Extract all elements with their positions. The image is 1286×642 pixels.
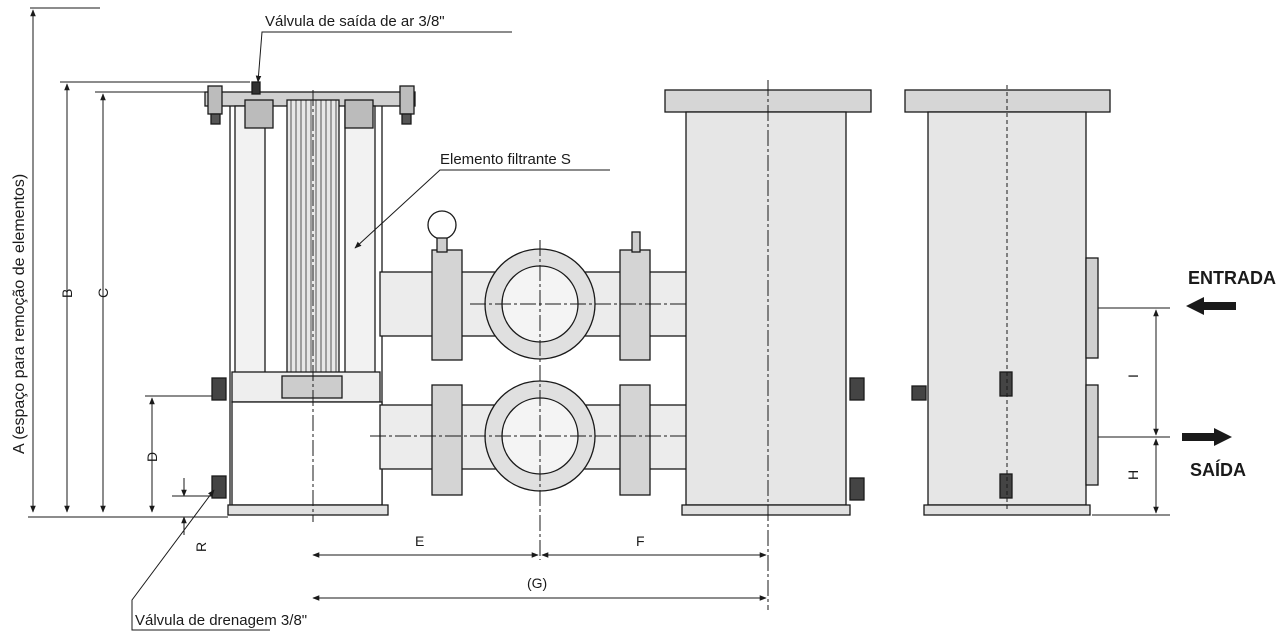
base-plate xyxy=(227,504,389,516)
dim-h-label: H xyxy=(1125,470,1141,480)
dim-r-label: R xyxy=(193,542,209,552)
left-sectional-view xyxy=(204,81,416,522)
element-cap-left xyxy=(244,99,274,129)
side-view-vessel xyxy=(904,85,1111,516)
lower-flange-left xyxy=(431,384,463,496)
inlet-nozzle xyxy=(1085,257,1099,359)
lifting-eye-icon xyxy=(427,210,457,240)
element-cap-right xyxy=(344,99,374,129)
air-valve-icon xyxy=(251,81,261,95)
front-vessel-body xyxy=(685,111,847,506)
air-valve-label: Válvula de saída de ar 3/8" xyxy=(265,13,445,30)
upper-flange-left xyxy=(431,249,463,361)
inlet-arrow-icon xyxy=(1186,297,1236,315)
drain-valve-icon xyxy=(211,475,227,499)
outlet-arrow-icon xyxy=(1182,428,1232,446)
drain-valve-label: Válvula de drenagem 3/8" xyxy=(135,612,307,629)
dim-c-label: C xyxy=(95,288,111,298)
lower-flange-right xyxy=(619,384,651,496)
filter-element-label: Elemento filtrante S xyxy=(440,151,571,168)
dim-f-label: F xyxy=(636,533,645,549)
handle-icon xyxy=(631,231,641,253)
bolt-nut-right xyxy=(401,113,412,125)
side-valve-lower-icon xyxy=(999,473,1013,499)
dim-d-label: D xyxy=(144,452,160,462)
dim-b-label: B xyxy=(59,289,75,298)
dimension-lines xyxy=(28,7,1170,631)
vent-valve-icon-2 xyxy=(849,377,865,401)
lower-chamber xyxy=(231,401,383,506)
dim-i-label: I xyxy=(1125,374,1141,378)
flow-arrows xyxy=(1182,297,1236,446)
bolt-nut-left xyxy=(210,113,221,125)
cover-bolt-left xyxy=(207,85,223,115)
dim-g-label: (G) xyxy=(527,575,547,591)
outlet-nozzle xyxy=(1085,384,1099,486)
vent-valve-icon xyxy=(211,377,227,401)
cover-bolt-right xyxy=(399,85,415,115)
outlet-label: SAÍDA xyxy=(1190,459,1246,480)
side-valve-upper-icon xyxy=(999,371,1013,397)
inlet-label: ENTRADA xyxy=(1188,268,1276,288)
filter-element-left xyxy=(234,105,266,397)
manifold xyxy=(370,210,710,560)
side-handle-icon xyxy=(911,385,927,401)
upper-flange-right xyxy=(619,249,651,361)
dim-e-label: E xyxy=(415,533,424,549)
drain-valve-icon-2 xyxy=(849,477,865,501)
height-a-label: A (espaço para remoção de elementos) xyxy=(11,174,28,454)
front-vessel xyxy=(664,80,872,610)
filter-element-right xyxy=(344,105,376,397)
